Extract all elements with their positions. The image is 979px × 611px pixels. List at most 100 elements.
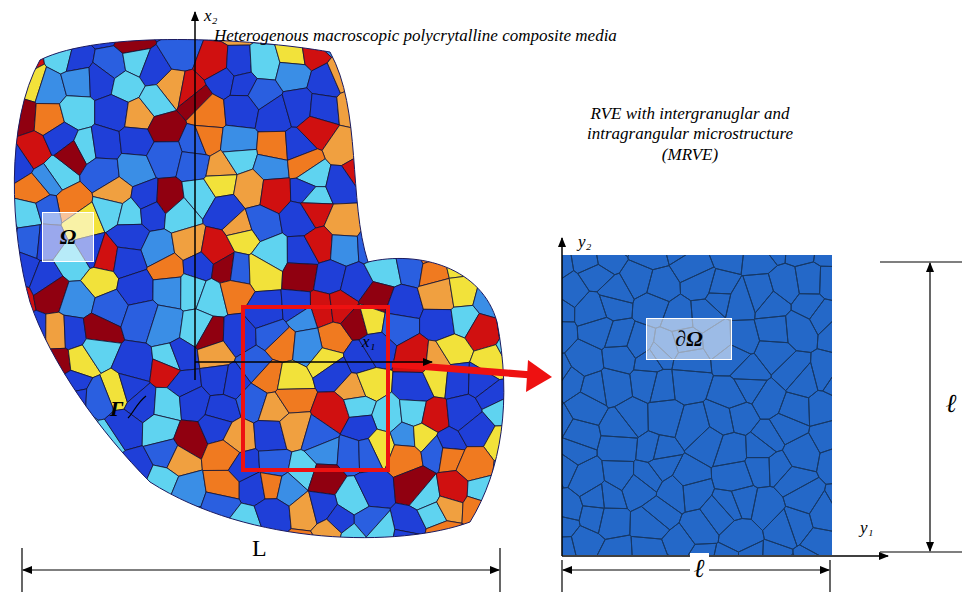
grain — [15, 362, 49, 404]
grain — [509, 264, 518, 285]
dim-tick — [880, 261, 962, 262]
grain — [500, 40, 517, 78]
grain-boundary — [754, 316, 788, 343]
grain-boundary — [662, 523, 695, 555]
grain — [387, 75, 428, 101]
grain-boundary — [562, 516, 580, 537]
grain — [0, 429, 6, 455]
grain — [265, 327, 296, 363]
grain-boundary — [734, 379, 768, 404]
grain-boundary — [562, 322, 578, 354]
grain-boundary — [580, 484, 605, 509]
grain — [436, 96, 471, 127]
grain — [0, 360, 20, 393]
grain — [14, 546, 37, 554]
grain — [355, 58, 385, 99]
grain-boundary — [562, 438, 597, 465]
grain-boundary — [754, 341, 796, 375]
grain-boundary — [571, 526, 605, 556]
dim-tick — [499, 548, 500, 592]
rve-square — [562, 255, 832, 555]
grain-boundary — [615, 397, 649, 438]
grain — [410, 201, 446, 240]
grain — [149, 500, 173, 542]
grain — [117, 197, 142, 225]
grain — [0, 528, 19, 554]
grain — [392, 159, 426, 193]
grain — [497, 307, 517, 339]
grain — [41, 435, 81, 477]
grain — [436, 334, 474, 365]
grain-boundary — [809, 490, 832, 531]
grain — [112, 515, 145, 554]
boundary-label: Γ — [110, 396, 123, 422]
dim-line — [929, 263, 930, 551]
grain — [356, 137, 391, 176]
grain — [390, 422, 415, 447]
grain — [364, 250, 401, 287]
grain-boundary — [622, 474, 657, 511]
grain — [446, 112, 479, 152]
grain-boundary — [793, 545, 822, 555]
grain — [501, 113, 517, 148]
grain — [0, 136, 14, 157]
axis-label: y₂ — [578, 232, 591, 252]
grain-field — [0, 28, 517, 554]
grain — [91, 124, 121, 159]
grain — [13, 397, 48, 433]
grain — [144, 465, 179, 502]
grain-boundary — [739, 540, 764, 555]
grain — [475, 531, 511, 554]
grain-boundary — [743, 274, 774, 314]
grain — [132, 547, 153, 554]
grain-boundary — [714, 542, 739, 555]
grain — [478, 78, 517, 115]
grain-boundary — [598, 508, 630, 539]
grain — [364, 203, 397, 241]
grain — [367, 553, 389, 554]
grain — [185, 540, 213, 554]
grain — [337, 88, 378, 130]
grain — [17, 28, 43, 44]
grain-boundary — [602, 346, 636, 374]
grain-boundary — [578, 264, 615, 291]
grain — [0, 342, 31, 377]
grain-boundary — [680, 267, 716, 301]
grain — [230, 252, 250, 284]
grain-boundary — [790, 553, 795, 555]
grain-boundary — [562, 537, 576, 555]
grain-boundary — [669, 255, 714, 283]
grain — [437, 496, 463, 523]
grain — [338, 49, 373, 79]
grain-boundary — [703, 399, 734, 435]
grain — [499, 278, 517, 307]
grain — [359, 332, 397, 370]
grain — [61, 67, 91, 97]
grain-boundary — [605, 318, 636, 348]
grain — [509, 86, 517, 115]
grain — [336, 523, 369, 554]
grain — [87, 469, 118, 496]
grain-boundary — [778, 392, 809, 426]
grain — [470, 40, 505, 77]
grain — [444, 241, 478, 278]
x1-axis — [195, 361, 432, 363]
grain-boundary — [786, 310, 818, 352]
grain-boundary — [809, 390, 832, 426]
dim-tick — [21, 548, 22, 592]
grain — [462, 496, 494, 532]
title-text: Heterogenous macroscopic polycrytalline … — [214, 26, 617, 46]
grain — [515, 199, 517, 206]
grain — [147, 253, 184, 280]
grain — [509, 416, 517, 441]
grain — [170, 28, 203, 39]
grain — [425, 552, 439, 554]
grain-boundary — [648, 400, 685, 438]
grain — [171, 529, 212, 553]
grain — [361, 121, 401, 148]
grain-boundary — [718, 519, 764, 553]
grain — [501, 232, 517, 264]
grain — [450, 149, 479, 189]
